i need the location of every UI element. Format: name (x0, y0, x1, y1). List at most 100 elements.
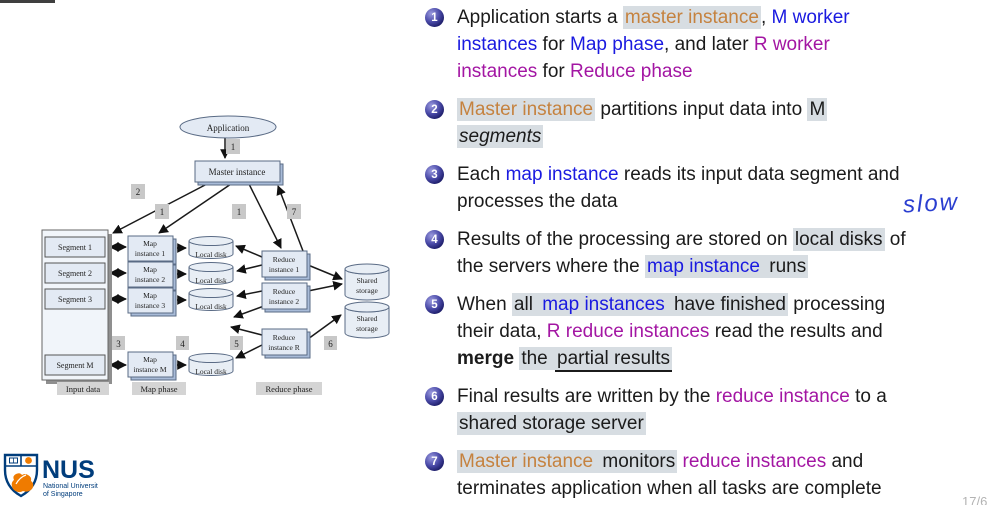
reduce-2-line1: Reduce (273, 287, 296, 296)
handwritten-slow-annotation: slow (902, 188, 960, 219)
text-segment: Application starts a (457, 7, 623, 28)
badge-1-reduce: 1 (237, 207, 242, 217)
step-badges: 1 2 1 1 7 3 4 5 6 (112, 139, 337, 350)
bullet-item: 5 When all map instances have finished pr… (425, 291, 991, 372)
application-node: Application (179, 115, 277, 139)
segment-1: Segment 1 (58, 243, 92, 252)
text-segment: shared storage server (457, 412, 646, 435)
nus-line1: National University (43, 483, 98, 490)
text-segment: read the results and (709, 321, 883, 342)
text-segment: R worker (753, 34, 830, 55)
bullet-text: Application starts a master instance, M … (457, 4, 850, 85)
text-segment: the (519, 347, 556, 370)
local-disk-m: Local disk (195, 367, 227, 376)
map-3-line1: Map (143, 291, 157, 300)
text-segment: segments (457, 125, 544, 148)
segment-2: Segment 2 (58, 269, 92, 278)
text-segment: runs (762, 255, 809, 278)
bullet-number: 2 (425, 100, 444, 119)
text-segment: all (511, 293, 541, 316)
bullet-item: 2 Master instance partitions input data i… (425, 96, 991, 150)
reduce-r-line2: instance R (268, 343, 299, 352)
badge-3: 3 (116, 339, 121, 349)
text-segment: R reduce instances (546, 321, 710, 342)
text-segment: instances (457, 61, 538, 82)
map-1-line1: Map (143, 239, 157, 248)
badge-1-map: 1 (160, 207, 165, 217)
text-segment: local disks (792, 228, 885, 251)
bullet-number: 5 (425, 295, 444, 314)
text-segment: Results of the processing are stored on (457, 229, 793, 250)
bullet-item: 7 Master instance monitors reduce instanc… (425, 448, 991, 502)
text-segment: and (826, 451, 864, 472)
bullet-text: Each map instance reads its input data s… (457, 161, 900, 215)
input-data-column: Segment 1 Segment 2 Segment 3 Segment M (41, 229, 112, 384)
master-instance-node: Master instance (194, 160, 284, 186)
badge-6: 6 (328, 339, 333, 349)
top-left-bar (0, 0, 55, 3)
badge-7: 7 (292, 207, 297, 217)
shared-1-line1: Shared (357, 276, 378, 285)
map-phase-label: Map phase (140, 384, 177, 394)
text-segment: map instance (505, 164, 619, 185)
phase-labels: Input data Map phase Reduce phase (57, 382, 322, 395)
text-segment: monitors (595, 450, 678, 473)
text-segment: have finished (666, 293, 788, 316)
map-instances: Map instance 1 Map instance 2 Map instan… (127, 235, 177, 381)
badge-1-app: 1 (231, 142, 236, 152)
text-segment: instances (457, 34, 538, 55)
text-segment: merge (457, 348, 515, 369)
reduce-1-line1: Reduce (273, 255, 296, 264)
map-m-line1: Map (143, 355, 157, 364)
reduce-1-line2: instance 1 (269, 265, 299, 274)
text-segment: their data, (457, 321, 547, 342)
text-segment: Each (457, 164, 506, 185)
text-segment: terminates application when all tasks ar… (457, 478, 882, 499)
text-segment: , (760, 7, 772, 28)
bullet-text: Final results are written by the reduce … (457, 383, 887, 437)
reduce-instances: Reduce instance 1 Reduce instance 2 Redu… (261, 250, 311, 359)
segment-3: Segment 3 (58, 295, 92, 304)
text-segment: master instance (622, 6, 761, 29)
bullet-item: 4 Results of the processing are stored on… (425, 226, 991, 280)
text-segment: Master instance (457, 450, 596, 473)
bullet-number: 6 (425, 387, 444, 406)
text-segment: reduce instance (715, 386, 850, 407)
bullet-text: Master instance monitors reduce instance… (457, 448, 882, 502)
application-label: Application (207, 123, 250, 133)
map-2-line2: instance 2 (135, 275, 165, 284)
text-segment: for (537, 34, 571, 55)
text-segment: partial results (555, 347, 673, 372)
text-segment: of (884, 229, 906, 250)
text-segment: map instances (540, 293, 667, 316)
local-disk-1: Local disk (195, 250, 227, 259)
text-segment: Master instance (457, 98, 596, 121)
reduce-2-line2: instance 2 (269, 297, 299, 306)
map-1-line2: instance 1 (135, 249, 165, 258)
map-3-line2: instance 3 (135, 301, 165, 310)
text-segment: the servers where the (457, 256, 645, 277)
text-segment: processes the data (457, 191, 618, 212)
bullet-number: 7 (425, 452, 444, 471)
text-segment: to a (849, 386, 887, 407)
shared-2-line1: Shared (357, 314, 378, 323)
local-disk-2: Local disk (195, 276, 227, 285)
shared-storage: Shared storage Shared storage (344, 263, 390, 339)
text-segment: , and later (664, 34, 754, 55)
reduce-phase-label: Reduce phase (266, 384, 313, 394)
shared-1-line2: storage (356, 286, 378, 295)
bullet-number: 4 (425, 230, 444, 249)
text-segment: reduce instances (682, 451, 827, 472)
nus-acronym: NUS (42, 456, 95, 484)
bullet-text: Results of the processing are stored on … (457, 226, 906, 280)
text-segment: processing (787, 294, 886, 315)
nus-line2: of Singapore (43, 491, 83, 498)
text-segment: partitions input data into (595, 99, 808, 120)
map-2-line1: Map (143, 265, 157, 274)
text-segment: Map phase (570, 34, 665, 55)
text-segment: When (457, 294, 512, 315)
